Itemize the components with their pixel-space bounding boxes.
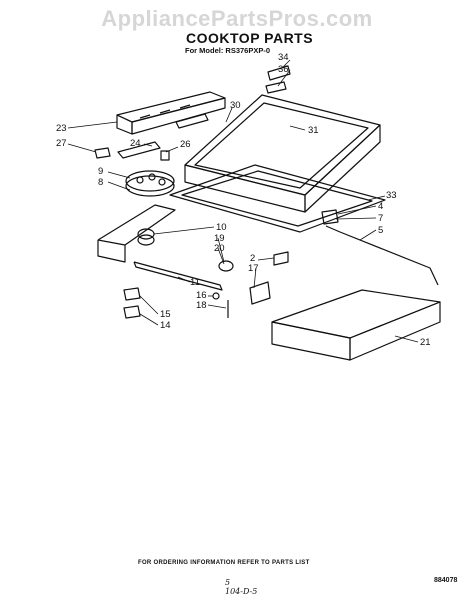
- callout-9: 9: [98, 166, 104, 177]
- spacer-15-14: [123, 287, 141, 319]
- burner-box-pan: [271, 289, 441, 361]
- control-panel-rail: [116, 91, 226, 135]
- callout-24: 24: [130, 138, 141, 149]
- callout-16: 16: [196, 290, 207, 301]
- callout-33: 33: [386, 190, 397, 201]
- callout-27: 27: [56, 138, 67, 149]
- callout-2: 2: [250, 253, 256, 264]
- support-bracket: [97, 204, 176, 263]
- callout-31: 31: [308, 125, 319, 136]
- callout-4: 4: [378, 201, 384, 212]
- callout-5: 5: [378, 225, 384, 236]
- callout-36: 36: [278, 64, 289, 75]
- switch-bracket: [117, 113, 209, 159]
- callout-23: 23: [56, 123, 67, 134]
- watermark: AppliancePartsPros.com: [101, 6, 373, 31]
- callout-10: 10: [216, 222, 227, 233]
- element-control-cluster: [125, 170, 175, 197]
- element-rod: [133, 261, 223, 291]
- drip-frame: [169, 164, 386, 233]
- callout-34: 34: [278, 52, 289, 63]
- callout-15: 15: [160, 309, 171, 320]
- model-line: For Model: RS376PXP-0: [185, 46, 271, 55]
- callout-19: 19: [214, 233, 225, 244]
- callout-11: 11: [190, 277, 200, 288]
- clip-27: [94, 147, 111, 159]
- callout-8: 8: [98, 177, 104, 188]
- handwritten-code: 5 104-D-5: [225, 578, 258, 596]
- ordering-note: FOR ORDERING INFORMATION REFER TO PARTS …: [138, 560, 310, 566]
- callout-17: 17: [248, 263, 259, 274]
- terminal-block: [321, 209, 439, 286]
- bracket-17: [249, 281, 271, 305]
- hinge-bracket: [265, 65, 291, 94]
- clamp-2: [273, 251, 289, 266]
- callout-7: 7: [378, 213, 384, 224]
- bracket-19-20: [218, 260, 234, 272]
- callout-26: 26: [180, 139, 191, 150]
- callout-20: 20: [214, 243, 225, 254]
- page-reference: 884078: [434, 577, 458, 584]
- callout-14: 14: [160, 320, 171, 331]
- callout-18: 18: [196, 300, 207, 311]
- callout-21: 21: [420, 337, 431, 348]
- nut-screw: [212, 292, 229, 318]
- page-title: COOKTOP PARTS: [186, 30, 314, 46]
- cooktop-frame: [184, 94, 381, 213]
- callout-30: 30: [230, 100, 241, 111]
- receptacle-10: [137, 228, 155, 246]
- switch-26: [160, 150, 170, 161]
